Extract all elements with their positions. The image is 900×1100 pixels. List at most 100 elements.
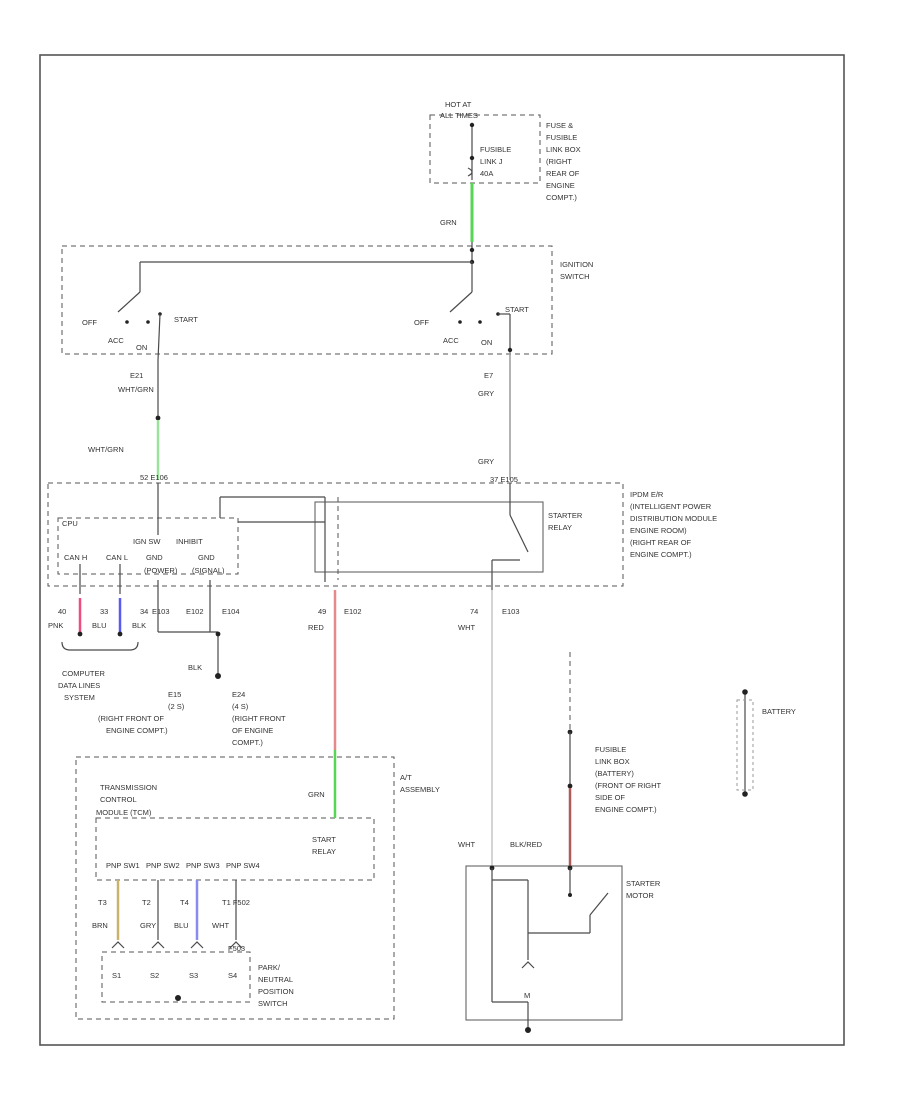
battery-pos [742,689,748,695]
starter-motor: WHT BLK/RED STARTER MOTOR M [458,840,661,1033]
ign-acc-l: ACC [108,336,124,345]
pin-e103-1: E103 [152,607,170,616]
ipdm-name-2: DISTRIBUTION MODULE [630,514,717,523]
fusible-low-3: (FRONT OF RIGHT [595,781,662,790]
t-label-0: T3 [98,898,107,907]
node-e21 [155,415,161,421]
w-label-0: BRN [92,921,108,930]
fuse-box-name-4: REAR OF [546,169,580,178]
fuse-box-name-3: (RIGHT [546,157,572,166]
label-red: RED [308,623,324,632]
motor-m: M [524,991,530,1000]
label-wht-grn-2: WHT/GRN [88,445,124,454]
label-e21: E21 [130,371,143,380]
e15-0: E15 [168,690,181,699]
motor-name-1: MOTOR [626,891,654,900]
starter-motor-box [465,865,623,1021]
inhibit-label: INHIBIT [176,537,203,546]
pnp-0: PARK/ [258,963,281,972]
e15-1: (2 S) [168,702,185,711]
start-relay-1: RELAY [312,847,336,856]
fuse-label-2: LINK J [480,157,503,166]
at-name-1: ASSEMBLY [400,785,440,794]
node-gnd-bus [215,631,221,637]
battery-label: BATTERY [762,707,796,716]
node-e7 [507,347,513,353]
ipdm-name-5: ENGINE COMPT.) [630,550,692,559]
pnp-2: POSITION [258,987,294,996]
w-label-1: GRY [140,921,156,930]
fusible-node-bottom [567,783,573,789]
ign-left-c1 [125,320,129,324]
fusible-low-5: ENGINE COMPT.) [595,805,657,814]
ign-right-c2 [478,320,482,324]
fusible-low-1: LINK BOX [595,757,630,766]
pin-34: 34 [140,607,148,616]
pnp-pin-2: PNP SW3 [186,861,220,870]
relay-name-0: STARTER [548,511,583,520]
label-pnk: PNK [48,621,63,630]
label-wht-grn-1: WHT/GRN [118,385,154,394]
fusible-low-4: SIDE OF [595,793,625,802]
pin-74: 74 [470,607,478,616]
pnp-pin-1: PNP SW2 [146,861,180,870]
pnp-pin-3: PNP SW4 [226,861,260,870]
relay-contact [509,514,529,553]
fuse-box-name-1: FUSIBLE [546,133,577,142]
motor-contact [589,892,609,916]
fuse-node-top [469,122,475,128]
node-pnk [77,631,83,637]
ignition-switch: IGNITION SWITCH OFF START ACC ON OFF STA… [61,242,593,361]
ipdm-name-3: ENGINE ROOM) [630,526,687,535]
cpu-box [57,517,239,575]
battery-cells [736,699,754,791]
at-assembly: A/T ASSEMBLY TRANSMISSION CONTROL MODULE… [75,750,440,1020]
pnp-connectors [111,941,243,949]
fuse-box-name-0: FUSE & [546,121,573,130]
starter-relay-box [314,501,544,573]
can-2: SYSTEM [64,693,95,702]
ignition-name-1: SWITCH [560,272,590,281]
s-label-2: S3 [189,971,198,980]
gnd2-label: GND [198,553,215,562]
motor-ground-node [525,1027,531,1033]
e15-2: (RIGHT FRONT OF [98,714,164,723]
fusible-low-0: FUSIBLE [595,745,626,754]
pin-e104: E104 [222,607,240,616]
ignition-name-0: IGNITION [560,260,593,269]
ipdm-name-0: IPDM E/R [630,490,664,499]
s-label-1: S2 [150,971,159,980]
ign-sw-label: IGN SW [133,537,161,546]
ign-on-r: ON [481,338,492,347]
battery: BATTERY [736,689,796,797]
t-label-1: T2 [142,898,151,907]
hot-label-1: HOT AT [445,100,472,109]
fusible-link-icon [467,167,473,177]
pin-e103-2: E103 [502,607,520,616]
fuse-box-outline [429,114,541,184]
can-h-label: CAN H [64,553,87,562]
fuse-box: HOT AT ALL TIMES FUSIBLE LINK J 40A FUSE… [429,100,581,202]
cpu-label: CPU [62,519,78,528]
motor-feed-dot [568,893,572,897]
t-label-3: T1 F502 [222,898,250,907]
ign-off-r: OFF [414,318,429,327]
motor-wht: WHT [458,840,475,849]
battery-neg [742,791,748,797]
can-l-label: CAN L [106,553,128,562]
s-label-0: S1 [112,971,121,980]
ign-left-c2 [146,320,150,324]
can-1: DATA LINES [58,681,100,690]
gnd1-label: GND [146,553,163,562]
gnd2-sub: (SIGNAL) [192,566,225,575]
ground-node [215,673,221,679]
label-blu: BLU [92,621,107,630]
f503-label: F503 [228,944,245,953]
relay-name-1: RELAY [548,523,572,532]
label-grn-top: GRN [440,218,457,227]
at-name-0: A/T [400,773,412,782]
ipdm-name-4: (RIGHT REAR OF [630,538,692,547]
ign-start-r: START [505,305,529,314]
e24-0: E24 [232,690,245,699]
